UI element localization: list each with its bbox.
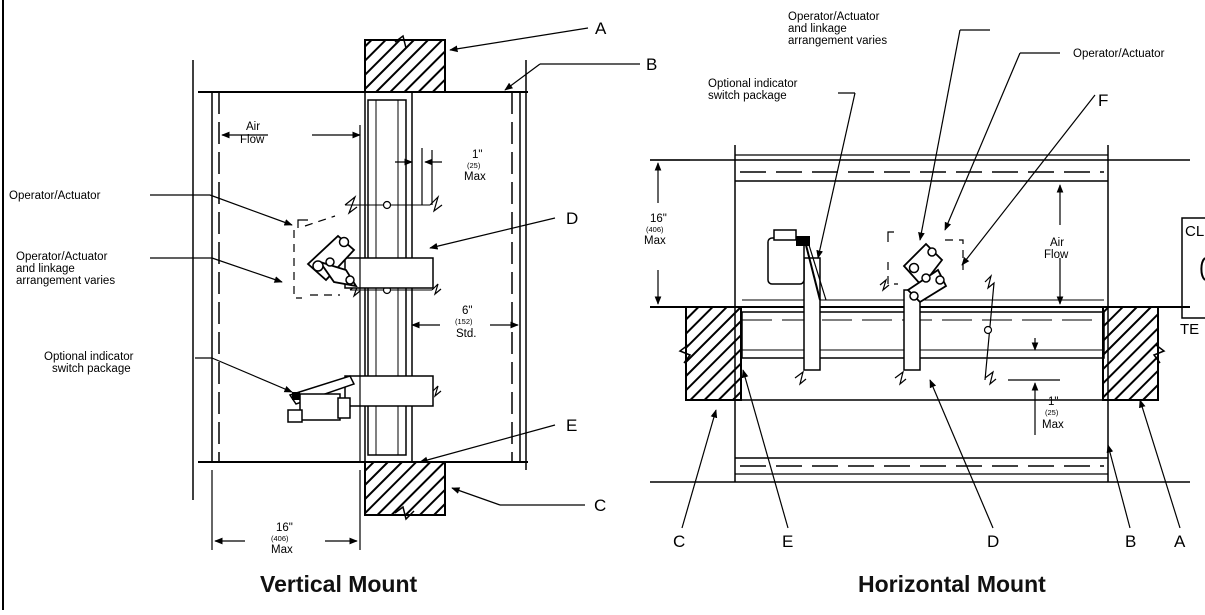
vertical-callout-e: E bbox=[566, 416, 577, 435]
horizontal-clearance-metric: (25) bbox=[1045, 408, 1059, 417]
horizontal-height-value: 16" bbox=[650, 213, 667, 225]
horizontal-indicator-label-1: Optional indicator bbox=[708, 78, 798, 90]
horizontal-linkage-label-2: and linkage bbox=[788, 23, 847, 35]
wall-right-horizontal bbox=[1102, 306, 1159, 401]
vertical-width-note: Max bbox=[271, 544, 293, 556]
vertical-air-flow-label-1: Air bbox=[246, 121, 260, 133]
vertical-width-metric: (406) bbox=[271, 534, 289, 543]
horizontal-clearance-value: 1" bbox=[1048, 396, 1058, 408]
vertical-operator-actuator-label: Operator/Actuator bbox=[9, 190, 101, 202]
vertical-width-value: 16" bbox=[276, 522, 293, 534]
vertical-callout-b: B bbox=[646, 55, 657, 74]
horizontal-linkage-icon bbox=[902, 242, 948, 304]
horizontal-air-flow-label-2: Flow bbox=[1044, 249, 1069, 261]
vertical-spacing-note: Std. bbox=[456, 328, 476, 340]
horizontal-callout-a: A bbox=[1174, 532, 1186, 551]
horizontal-callout-e: E bbox=[782, 532, 793, 551]
horizontal-callout-d: D bbox=[987, 532, 999, 551]
horizontal-callout-f: F bbox=[1098, 91, 1108, 110]
horizontal-height-note: Max bbox=[644, 235, 666, 247]
damper-frame-horizontal bbox=[741, 311, 1105, 359]
horizontal-linkage-label-3: arrangement varies bbox=[788, 35, 887, 47]
vertical-indicator-label-1: Optional indicator bbox=[44, 351, 134, 363]
wall-left-horizontal bbox=[685, 306, 742, 401]
horizontal-air-flow-label-1: Air bbox=[1050, 237, 1064, 249]
horizontal-operator-actuator-label: Operator/Actuator bbox=[1073, 48, 1165, 60]
horizontal-mount-drawing: Operator/Actuator and linkage arrangemen… bbox=[644, 11, 1205, 551]
horizontal-callout-b: B bbox=[1125, 532, 1136, 551]
vertical-mount-caption: Vertical Mount bbox=[260, 571, 418, 597]
wall-top-vertical bbox=[364, 39, 446, 93]
vertical-clearance-value: 1" bbox=[472, 149, 482, 161]
vertical-callout-a: A bbox=[595, 19, 607, 38]
vertical-clearance-metric: (25) bbox=[467, 161, 481, 170]
vertical-callout-d: D bbox=[566, 209, 578, 228]
inset-label-box bbox=[1181, 217, 1205, 319]
vertical-clearance-note: Max bbox=[464, 171, 486, 183]
vertical-spacing-metric: (152) bbox=[455, 317, 473, 326]
horizontal-height-metric: (406) bbox=[646, 225, 664, 234]
inset-label-top: CL bbox=[1185, 223, 1204, 240]
vertical-mount-drawing: Air Flow 1" (25) Max 6" (152) Std. 16" (… bbox=[9, 19, 657, 556]
vertical-switch-package-icon bbox=[287, 375, 356, 423]
vertical-indicator-label-2: switch package bbox=[52, 363, 131, 375]
horizontal-clearance-note: Max bbox=[1042, 419, 1064, 431]
vertical-linkage-label-1: Operator/Actuator bbox=[16, 251, 108, 263]
wall-bottom-vertical bbox=[364, 461, 446, 516]
vertical-spacing-value: 6" bbox=[462, 305, 472, 317]
horizontal-indicator-label-2: switch package bbox=[708, 90, 787, 102]
horizontal-switch-package-icon bbox=[767, 229, 827, 301]
inset-label-bottom: TE bbox=[1180, 321, 1199, 338]
vertical-callout-c: C bbox=[594, 496, 606, 515]
horizontal-callout-c: C bbox=[673, 532, 685, 551]
horizontal-mount-caption: Horizontal Mount bbox=[858, 571, 1046, 597]
vertical-air-flow-label-2: Flow bbox=[240, 134, 265, 146]
horizontal-linkage-label-1: Operator/Actuator bbox=[788, 11, 880, 23]
vertical-linkage-label-3: arrangement varies bbox=[16, 275, 115, 287]
vertical-linkage-icon bbox=[306, 234, 358, 288]
vertical-linkage-label-2: and linkage bbox=[16, 263, 75, 275]
